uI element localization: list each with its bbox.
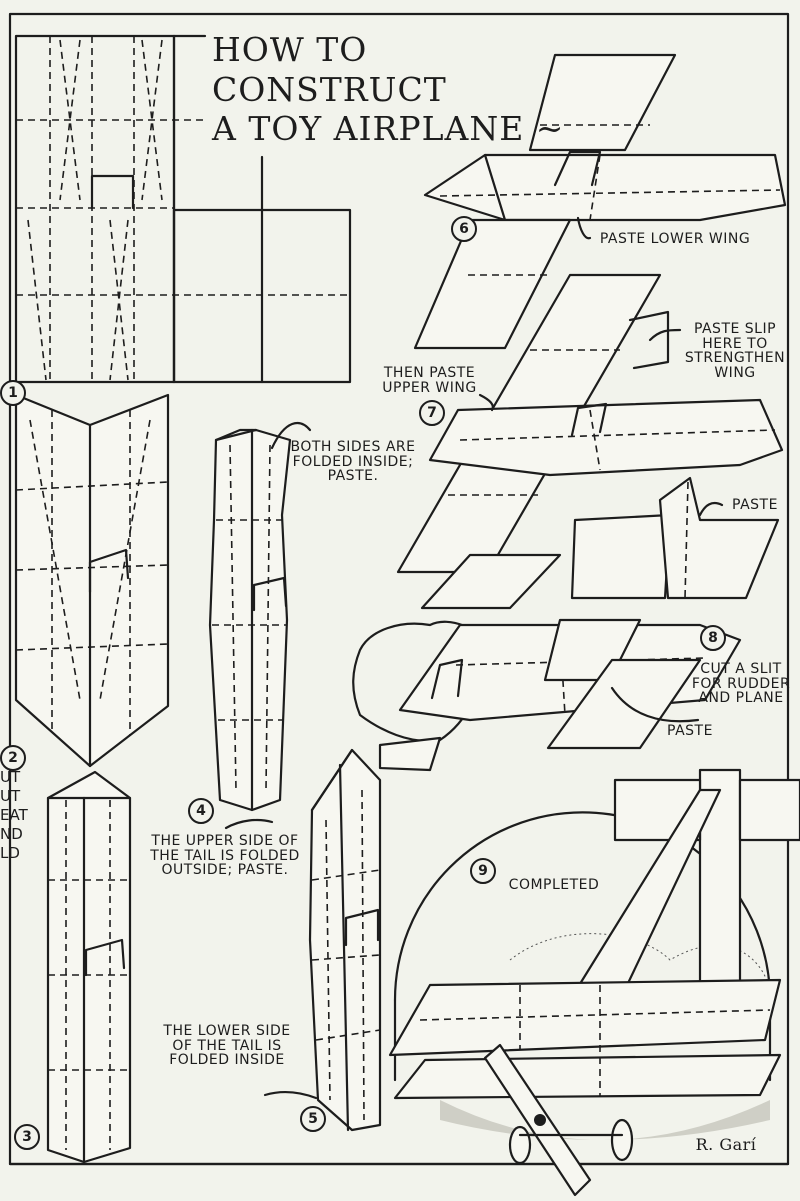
page-title: How to Construct a Toy Airplane ~ (212, 30, 565, 149)
label-completed: Completed (508, 877, 600, 893)
step-number-7: 7 (419, 400, 445, 426)
step9-completed (388, 768, 800, 1197)
arrow-upper-wing (478, 393, 494, 412)
step5-fuselage (308, 748, 382, 1132)
step1-flat-pattern (14, 34, 352, 384)
arrow-paste-lower (576, 216, 592, 240)
label-cut-a-slit: Cut a slit for rudder and plane (691, 661, 791, 707)
arrow-lower-tail (263, 1091, 318, 1100)
signature: R. Garí (695, 1135, 757, 1154)
label-both-sides: Both sides are folded inside; paste. (290, 439, 416, 485)
step7-upper-wing (396, 273, 784, 610)
label-then-paste-upper-wing: Then paste upper wing (382, 365, 477, 396)
tail-plane-piece (570, 476, 780, 600)
label-upper-tail: The upper side of the tail is folded out… (150, 833, 300, 879)
step-number-8: 8 (700, 625, 726, 651)
step3-tall-box (46, 770, 132, 1164)
label-paste-right: Paste (732, 497, 778, 513)
step4-fuselage (208, 428, 292, 812)
arrow-upper-tail (224, 818, 274, 830)
arrow-paste-slip (648, 328, 682, 342)
arrow-paste-bottom (610, 686, 700, 723)
label-paste-slip: Paste slip here to strengthen wing (684, 321, 786, 382)
step2-folded (14, 393, 170, 768)
step-number-4: 4 (188, 798, 214, 824)
step-number-2: 2 (0, 745, 26, 771)
step-number-9: 9 (470, 858, 496, 884)
arrow-both-sides (270, 421, 312, 450)
cut-off-text: ut ut eat nd ld (0, 768, 28, 862)
step-number-5: 5 (300, 1106, 326, 1132)
label-lower-tail: The lower side of the tail is folded ins… (163, 1023, 291, 1069)
step-number-3: 3 (14, 1124, 40, 1150)
label-paste-bottom: Paste (667, 723, 713, 739)
step-number-1: 1 (0, 380, 26, 406)
arrow-paste-right (698, 501, 724, 517)
step-number-6: 6 (451, 216, 477, 242)
step8-assembly (352, 618, 742, 772)
label-paste-lower-wing: Paste lower wing (599, 231, 751, 247)
step6-lower-wing (413, 53, 787, 350)
